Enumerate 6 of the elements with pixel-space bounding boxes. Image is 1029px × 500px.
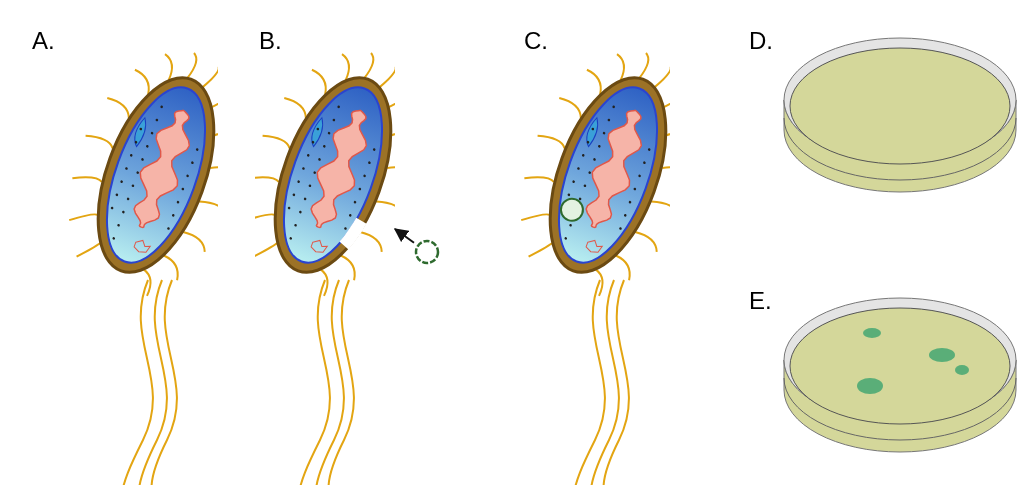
panel-letter: E. (749, 287, 772, 315)
arrow (393, 228, 415, 244)
panel-letter: A. (32, 27, 55, 55)
panel-letter: D. (749, 27, 773, 55)
panel-letter: B. (259, 27, 282, 55)
panel-letter: C. (524, 27, 548, 55)
